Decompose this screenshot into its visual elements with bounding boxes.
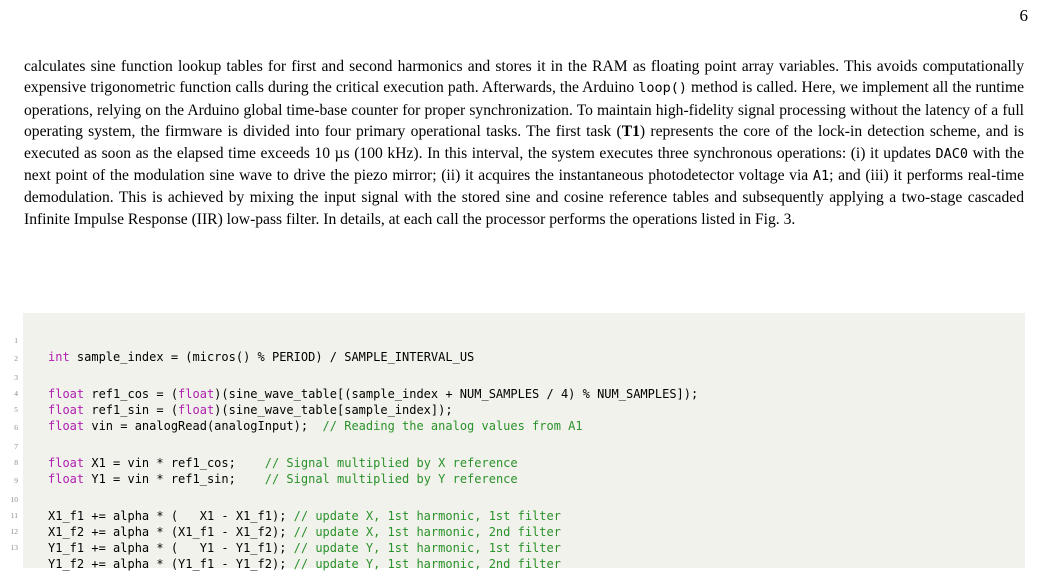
inline-code-loop: loop() [638, 80, 687, 97]
code-text: ref1_sin = ( [84, 403, 179, 417]
body-paragraph: calculates sine function lookup tables f… [24, 56, 1024, 230]
code-comment: // Signal multiplied by X reference [264, 456, 518, 470]
code-text: ref1_cos = ( [84, 387, 179, 401]
code-line-2: 2 [14, 335, 52, 363]
line-number: 13 [10, 543, 19, 552]
code-text: Y1_f1 += alpha * ( Y1 - Y1_f1); [48, 541, 294, 555]
line-number: 5 [14, 405, 18, 414]
paragraph-text-1: calculates sine function lookup tables f… [24, 58, 1024, 97]
code-line-11: 11 X1_f2 += alpha * (X1_f1 - X1_f2); // … [11, 492, 561, 539]
line-number: 9 [14, 476, 18, 485]
code-keyword: int [48, 350, 70, 364]
paragraph-text-4: with the next point of the modulation si… [24, 144, 1024, 185]
code-comment: // Reading the analog values from A1 [322, 419, 583, 433]
code-comment: // update Y, 1st harmonic, 1st filter [293, 541, 561, 555]
code-keyword: float [178, 403, 215, 417]
task-label: T1 [621, 123, 640, 141]
line-number: 7 [14, 442, 18, 451]
code-keyword: float [48, 387, 85, 401]
line-number: 2 [14, 354, 18, 363]
code-line-1: 1 int sample_index = (micros() % PERIOD)… [14, 317, 474, 364]
line-number: 8 [14, 458, 18, 467]
line-number: 12 [10, 527, 19, 536]
line-number: 4 [14, 389, 18, 398]
code-line-10: 10 X1_f1 += alpha * ( X1 - X1_f1); // up… [11, 476, 561, 523]
code-keyword: float [48, 456, 85, 470]
code-comment: // update X, 1st harmonic, 2nd filter [293, 525, 561, 539]
line-number: 1 [14, 336, 18, 345]
line-number: 3 [14, 373, 18, 382]
code-comment: // update Y, 1st harmonic, 2nd filter [293, 557, 561, 571]
paragraph-text-5: ; and (iii) it performs real-time demodu… [24, 167, 1024, 228]
code-listing: 1 int sample_index = (micros() % PERIOD)… [11, 313, 1025, 571]
code-text: sample_index = (micros() % PERIOD) / SAM… [69, 350, 475, 364]
line-number: 10 [10, 495, 19, 504]
code-keyword: float [48, 403, 85, 417]
code-line-6: 6 [14, 404, 52, 432]
code-keyword: float [178, 387, 215, 401]
paragraph-text-2: method is called. Here, we implement all… [24, 79, 1024, 141]
paragraph-text-3: ) represents the core of the lock-in det… [24, 123, 1024, 162]
code-text: X1_f2 += alpha * (X1_f1 - X1_f2); [48, 525, 294, 539]
code-comment: // Signal multiplied by Y reference [264, 472, 518, 486]
code-text: Y1_f2 += alpha * (Y1_f1 - Y1_f2); [48, 557, 294, 571]
code-comment: // update X, 1st harmonic, 1st filter [293, 509, 561, 523]
code-line-3: 3 float ref1_cos = (float)(sine_wave_tab… [14, 354, 698, 401]
code-text: )(sine_wave_table[(sample_index + NUM_SA… [214, 387, 699, 401]
code-keyword: float [48, 472, 85, 486]
code-keyword: float [48, 419, 85, 433]
code-line-8: 8 float Y1 = vin * ref1_sin; // Signal m… [14, 439, 517, 486]
line-number: 6 [14, 423, 18, 432]
code-text: )(sine_wave_table[sample_index]); [214, 403, 453, 417]
code-line-4: 4 float ref1_sin = (float)(sine_wave_tab… [14, 370, 452, 417]
code-line-12: 12 Y1_f1 += alpha * ( Y1 - Y1_f1); // up… [11, 508, 561, 555]
code-line-13: 13 Y1_f2 += alpha * (Y1_f1 - Y1_f2); // … [11, 524, 561, 571]
code-line-5: 5 float vin = analogRead(analogInput); /… [14, 386, 582, 433]
code-text: X1_f1 += alpha * ( X1 - X1_f1); [48, 509, 294, 523]
code-text: vin = analogRead(analogInput); [84, 419, 323, 433]
inline-code-dac: DAC0 [935, 145, 969, 162]
code-line-9: 9 [14, 457, 52, 485]
code-text: Y1 = vin * ref1_sin; [84, 472, 265, 486]
page-number: 6 [1019, 6, 1029, 25]
code-line-7: 7 float X1 = vin * ref1_cos; // Signal m… [14, 423, 517, 470]
line-number: 11 [10, 511, 18, 520]
inline-code-a1: A1 [812, 168, 830, 185]
code-text: X1 = vin * ref1_cos; [84, 456, 265, 470]
